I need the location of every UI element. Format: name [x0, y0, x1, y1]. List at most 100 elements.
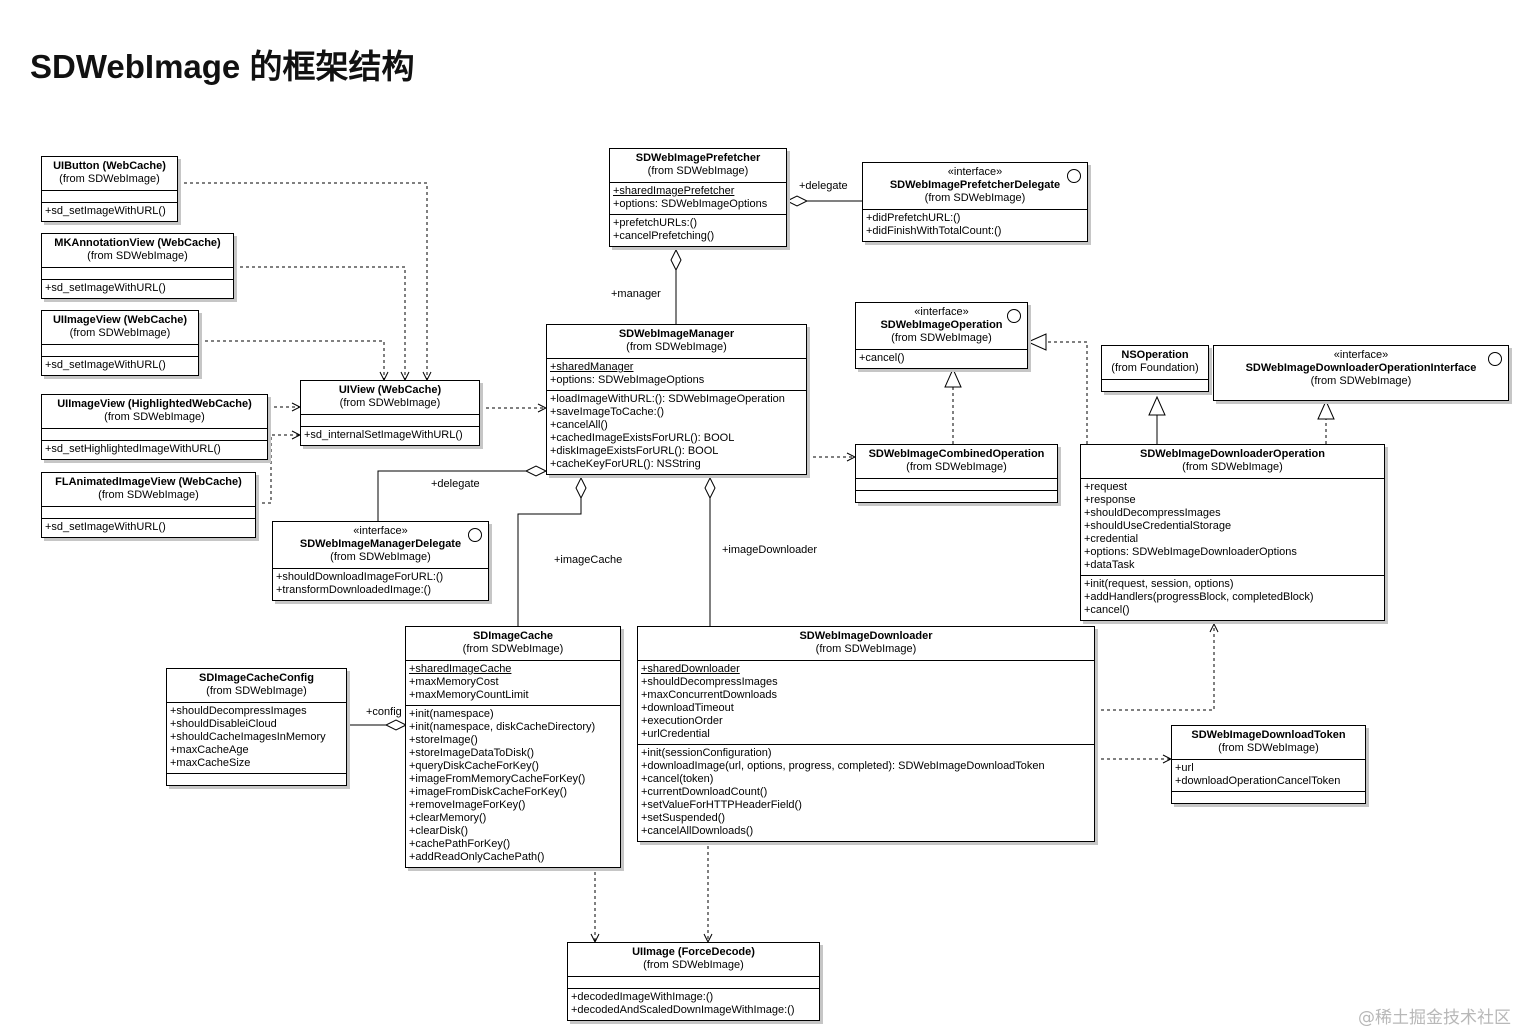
class-name: SDWebImageOperation — [880, 319, 1003, 331]
operation: +cancelAllDownloads() — [641, 825, 754, 837]
stereotype: «interface» — [1333, 349, 1389, 361]
dependency-downloader-dlop — [1095, 624, 1214, 711]
operation: +clearDisk() — [409, 825, 468, 837]
dependency-uiimageview-uiview — [199, 340, 384, 380]
stereotype: «interface» — [947, 166, 1003, 178]
class-origin: (from SDWebImage) — [891, 332, 992, 344]
operation: +cancel(token) — [641, 773, 714, 785]
class-nsoperation: NSOperation(from Foundation) — [1101, 345, 1209, 392]
operations-section: +prefetchURLs:() +cancelPrefetching() — [610, 215, 786, 246]
operation: +cancelAll() — [550, 419, 608, 431]
operation: +cancel() — [859, 352, 905, 364]
operations-section: +shouldDownloadImageForURL:() +transform… — [273, 569, 488, 600]
operations-section: +init(request, session, options) +addHan… — [1081, 576, 1384, 620]
operation: +shouldDownloadImageForURL:() — [276, 571, 444, 583]
class-origin: (from Foundation) — [1111, 362, 1199, 374]
class-name: UIButton (WebCache) — [53, 160, 166, 172]
diamond-prefetcher-manager — [670, 248, 682, 272]
interface-sdwebimageoperation: «interface» SDWebImageOperation (from SD… — [855, 302, 1028, 369]
class-origin: (from SDWebImage) — [59, 173, 160, 185]
attribute: +response — [1084, 494, 1136, 506]
relation-label-imagecache: +imageCache — [554, 554, 623, 566]
operations-section: +didPrefetchURL:() +didFinishWithTotalCo… — [863, 210, 1087, 241]
relation-label-manager-delegate: +delegate — [431, 478, 480, 490]
operation: +init(namespace, diskCacheDirectory) — [409, 721, 596, 733]
class-mkannotationview-webcache: MKAnnotationView (WebCache)(from SDWebIm… — [41, 233, 234, 299]
attribute: +options: SDWebImageOptions — [550, 374, 705, 386]
diamond-prefetcher-delegate — [785, 195, 809, 207]
operation: +currentDownloadCount() — [641, 786, 768, 798]
class-uiimageview-highlightedwebcache: UIImageView (HighlightedWebCache)(from S… — [41, 394, 268, 460]
dependency-mkannotation-uiview — [234, 266, 405, 380]
operation: +prefetchURLs:() — [613, 217, 698, 229]
operations-section: +init(namespace) +init(namespace, diskCa… — [406, 706, 620, 867]
class-name: UIView (WebCache) — [338, 384, 442, 396]
class-name: SDWebImageDownloaderOperationInterface — [1245, 362, 1477, 374]
class-name: UIImageView (WebCache) — [52, 314, 188, 326]
class-origin: (from SDWebImage) — [330, 551, 431, 563]
stereotype: «interface» — [914, 306, 969, 318]
class-name: SDWebImageManager — [618, 328, 735, 340]
class-origin: (from SDWebImage) — [924, 192, 1026, 204]
attribute: +sharedImageCache — [409, 663, 512, 675]
operation: +maxCacheSize — [170, 757, 251, 769]
operation: +setSuspended() — [641, 812, 726, 824]
attribute: +maxMemoryCost — [409, 676, 499, 688]
operation: +shouldDisableiCloud — [170, 718, 277, 730]
class-flanimatedimageview-webcache: FLAnimatedImageView (WebCache)(from SDWe… — [41, 472, 256, 538]
operation: +init(namespace) — [409, 708, 494, 720]
class-origin: (from SDWebImage) — [1182, 461, 1283, 473]
operation: +saveImageToCache:() — [550, 406, 665, 418]
class-sdwebimagemanager: SDWebImageManager(from SDWebImage) +shar… — [546, 324, 807, 475]
class-origin: (from SDWebImage) — [104, 411, 205, 423]
attribute: +sharedManager — [550, 361, 634, 373]
dependency-flanimated-uiview — [256, 435, 300, 504]
class-name: SDImageCacheConfig — [199, 672, 314, 684]
attribute: +url — [1175, 762, 1194, 774]
diamond-manager-imagecache — [575, 476, 587, 500]
operation: +imageFromMemoryCacheForKey() — [409, 773, 586, 785]
triangle-combined-operation — [944, 367, 962, 388]
operation: +addReadOnlyCachePath() — [409, 851, 545, 863]
class-name: UIImageView (HighlightedWebCache) — [57, 398, 252, 410]
attribute: +dataTask — [1084, 559, 1135, 571]
operation: +sd_setImageWithURL() — [45, 282, 166, 294]
attributes-section — [42, 268, 233, 280]
attribute: +sharedDownloader — [641, 663, 740, 675]
class-uiview-webcache: UIView (WebCache)(from SDWebImage) +sd_i… — [300, 380, 480, 446]
class-name: SDWebImageDownloaderOperation — [1140, 448, 1325, 460]
attribute: +maxConcurrentDownloads — [641, 689, 778, 701]
class-name: SDWebImageCombinedOperation — [868, 448, 1045, 460]
class-origin: (from SDWebImage) — [815, 643, 917, 655]
class-sdwebimagedownloader: SDWebImageDownloader(from SDWebImage) +s… — [637, 626, 1095, 842]
class-origin: (from SDWebImage) — [69, 327, 171, 339]
realization-dlop-operation — [1046, 341, 1088, 444]
class-origin: (from SDWebImage) — [339, 397, 441, 409]
attributes-section — [568, 977, 819, 989]
attributes-section: +sharedImageCache +maxMemoryCost +maxMem… — [406, 661, 620, 706]
page-title: SDWebImage 的框架结构 — [30, 48, 415, 85]
class-name: NSOperation — [1121, 349, 1189, 361]
interface-circle-icon — [468, 528, 482, 542]
operations-section: +cancel() — [856, 350, 1027, 368]
attribute: +options: SDWebImageDownloaderOptions — [1084, 546, 1297, 558]
attributes-section — [301, 415, 479, 427]
interface-sdwebimageprefetcherdelegate: «interface» SDWebImagePrefetcherDelegate… — [862, 162, 1088, 242]
class-name: SDImageCache — [472, 630, 554, 642]
class-sdwebimagedownloadtoken: SDWebImageDownloadToken(from SDWebImage)… — [1171, 725, 1366, 804]
aggregation-manager-imagecache — [517, 478, 582, 626]
class-uiimageview-webcache: UIImageView (WebCache)(from SDWebImage) … — [41, 310, 199, 376]
operation: +shouldDecompressImages — [170, 705, 307, 717]
attributes-section — [856, 479, 1057, 491]
class-origin: (from SDWebImage) — [1310, 375, 1412, 387]
operations-section: +init(sessionConfiguration) +downloadIma… — [638, 745, 1094, 841]
operation: +decodedImageWithImage:() — [571, 991, 714, 1003]
attribute: +credential — [1084, 533, 1139, 545]
class-uibutton-webcache: UIButton (WebCache)(from SDWebImage) +sd… — [41, 156, 178, 222]
class-sdimagecache: SDImageCache(from SDWebImage) +sharedIma… — [405, 626, 621, 868]
relation-label-prefetcher-delegate: +delegate — [799, 180, 848, 192]
interface-circle-icon — [1488, 352, 1502, 366]
attributes-section: +sharedDownloader +shouldDecompressImage… — [638, 661, 1094, 745]
operation: +maxCacheAge — [170, 744, 249, 756]
operations-section: +sd_setImageWithURL() — [42, 203, 177, 221]
